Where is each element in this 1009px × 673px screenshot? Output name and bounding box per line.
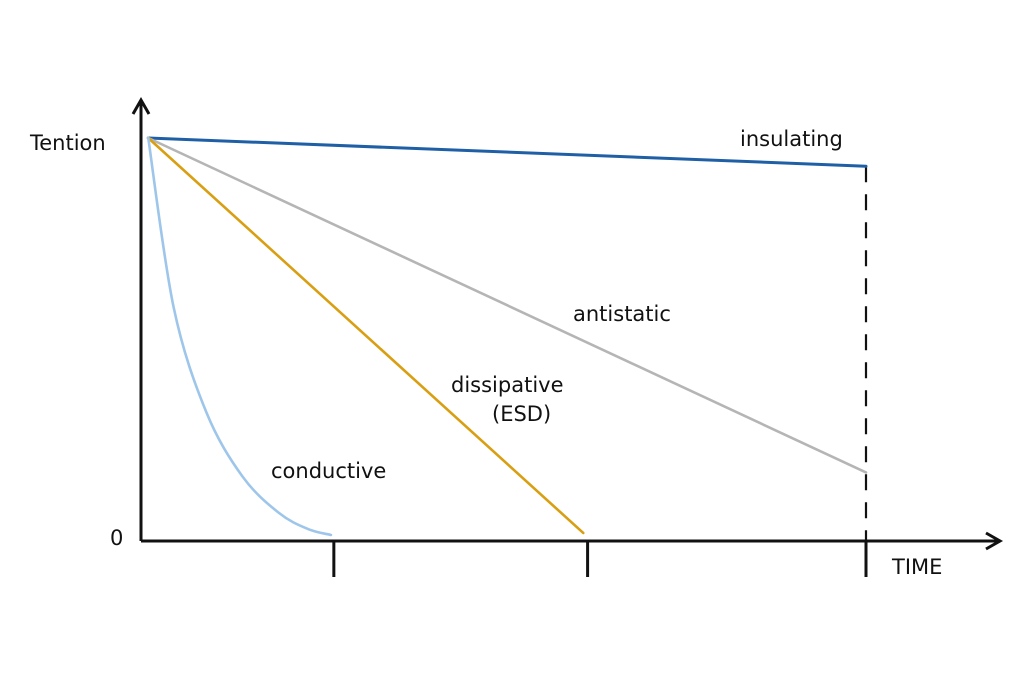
axes [131,96,1004,551]
series-layer [146,136,868,537]
series-label-conductive: conductive [271,459,386,483]
series-label-antistatic: antistatic [573,302,671,326]
series-line-antistatic [146,136,868,474]
series-line-insulating [146,136,868,168]
x-axis-ticks [332,541,868,577]
series-label-insulating: insulating [740,127,843,151]
x-axis-label: TIME [891,555,942,579]
series-line-conductive [146,136,333,537]
series-line-dissipative-esd [146,136,585,535]
series-label-dissipative-line-2: (ESD) [492,402,551,426]
x-axis-arrowhead [985,531,1004,551]
series-label-dissipative-line-1: dissipative [451,373,564,397]
y-axis-arrowhead [131,96,151,115]
y-axis-label: Tention [29,131,106,155]
y-origin-label: 0 [110,526,123,550]
